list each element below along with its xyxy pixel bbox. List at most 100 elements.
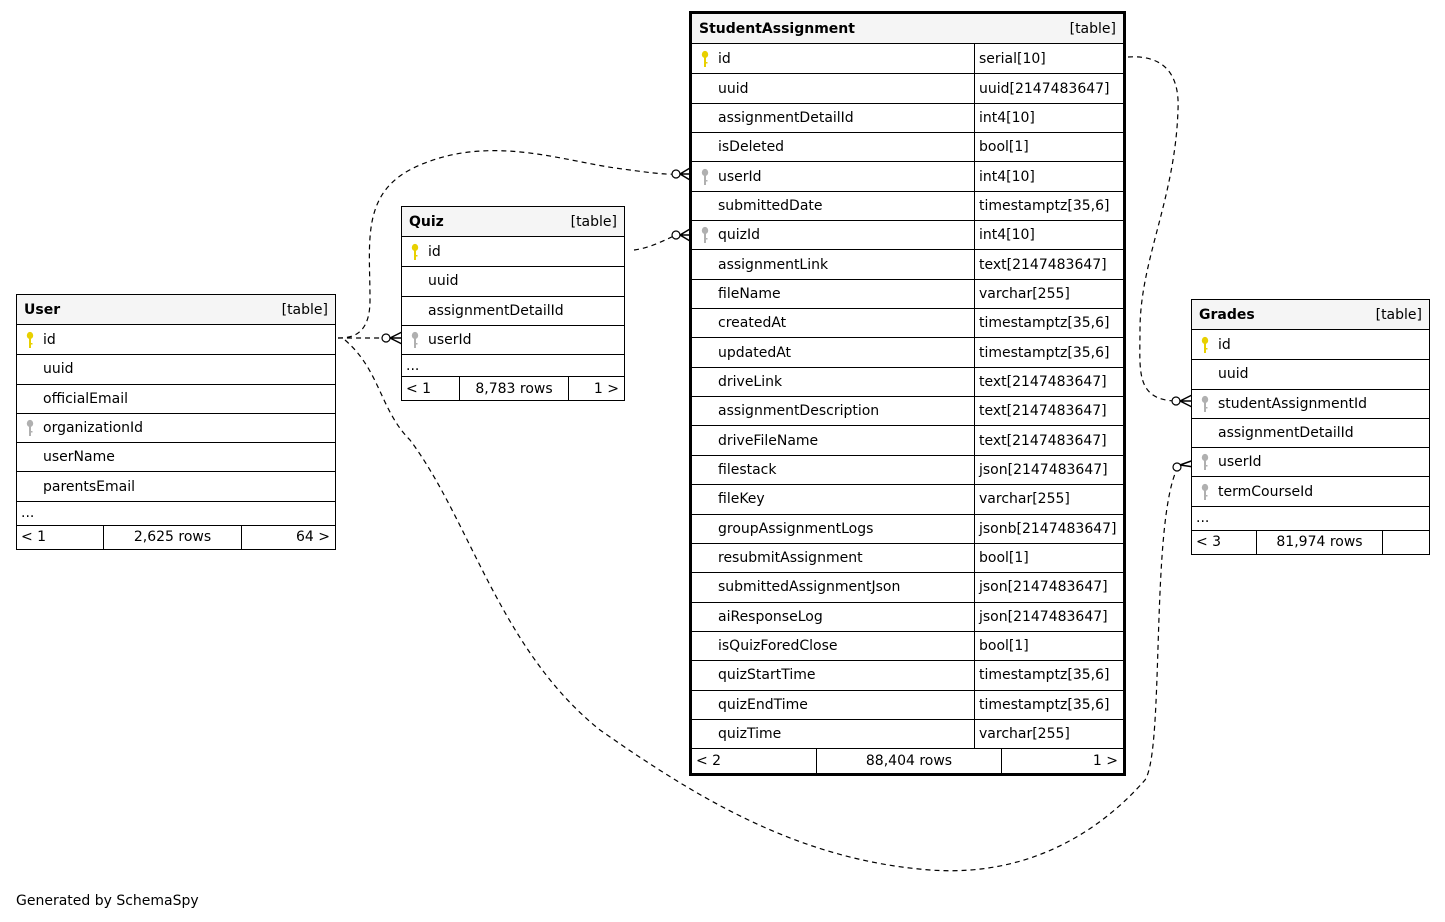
column-name: userId — [718, 168, 762, 185]
column-name-cell: fileKey — [692, 485, 974, 513]
column-type: int4[10] — [974, 162, 1123, 191]
column-name-cell: userId — [1192, 448, 1262, 476]
column-row-username[interactable]: userName — [17, 442, 335, 471]
parents-count[interactable]: < 2 — [696, 753, 722, 770]
column-type: timestamptz[35,6] — [974, 661, 1123, 690]
table-footer: < 1 2,625 rows 64 > — [17, 524, 335, 549]
column-row-organizationid[interactable]: organizationId — [17, 412, 335, 442]
column-name-cell: createdAt — [692, 309, 974, 337]
foreign-key-icon — [1192, 453, 1218, 471]
children-count[interactable]: 64 > — [296, 529, 330, 546]
column-type: varchar[255] — [974, 719, 1123, 749]
column-name: id — [1218, 336, 1231, 353]
children-count[interactable]: 1 > — [593, 380, 619, 397]
column-name: submittedDate — [718, 197, 823, 214]
column-name: resubmitAssignment — [718, 550, 863, 567]
column-name: studentAssignmentId — [1218, 395, 1367, 412]
foreign-key-icon — [692, 226, 718, 244]
column-row-id[interactable]: id — [1192, 330, 1429, 359]
column-name: fileKey — [718, 491, 765, 508]
column-row-parentsemail[interactable]: parentsEmail — [17, 471, 335, 500]
column-type: bool[1] — [974, 631, 1123, 661]
column-row-resubmitassignment[interactable]: resubmitAssignment bool[1] — [692, 542, 1123, 573]
column-name: createdAt — [718, 315, 787, 332]
column-row-termcourseid[interactable]: termCourseId — [1192, 476, 1429, 505]
column-name-cell: fileName — [692, 280, 974, 308]
column-row-id[interactable]: id — [402, 237, 624, 266]
edge-studentassignment-grades — [1127, 56, 1179, 402]
column-name-cell: driveLink — [692, 368, 974, 396]
table-title: Quiz — [409, 213, 444, 230]
column-row-studentassignmentid[interactable]: studentAssignmentId — [1192, 388, 1429, 418]
column-name-cell: assignmentLink — [692, 250, 974, 278]
column-name: driveLink — [718, 373, 783, 390]
column-type: varchar[255] — [974, 485, 1123, 514]
column-name: isDeleted — [718, 139, 785, 156]
row-count: 2,625 rows — [103, 525, 242, 549]
column-row-uuid[interactable]: uuid — [1192, 359, 1429, 388]
column-row-id[interactable]: id — [17, 325, 335, 354]
column-name-cell: quizId — [692, 221, 974, 249]
table-kind: [table] — [1069, 20, 1116, 37]
row-count: 81,974 rows — [1256, 530, 1383, 554]
parents-count[interactable]: < 3 — [1196, 534, 1222, 551]
column-name-cell: assignmentDetailId — [402, 297, 564, 325]
column-name-cell: updatedAt — [692, 338, 974, 366]
children-count[interactable] — [1383, 531, 1429, 554]
column-row-userid[interactable]: userId — [402, 324, 624, 354]
column-type: timestamptz[35,6] — [974, 338, 1123, 367]
column-name-cell: id — [692, 44, 974, 73]
column-row-uuid[interactable]: uuid — [17, 354, 335, 383]
column-row-userid[interactable]: userId — [1192, 447, 1429, 476]
column-name: organizationId — [43, 420, 144, 437]
column-row-officialemail[interactable]: officialEmail — [17, 383, 335, 413]
column-name: id — [428, 243, 441, 260]
column-name: assignmentDescription — [718, 403, 880, 420]
column-name: quizEndTime — [718, 696, 808, 713]
column-row-userid[interactable]: userId int4[10] — [692, 161, 1123, 191]
column-row-createdat[interactable]: createdAt timestamptz[35,6] — [692, 308, 1123, 338]
column-type: timestamptz[35,6] — [974, 309, 1123, 338]
parents-count[interactable]: < 1 — [406, 380, 432, 397]
column-type: int4[10] — [974, 221, 1123, 250]
column-row-assignmentdetailid[interactable]: assignmentDetailId — [402, 295, 624, 325]
column-name-cell: uuid — [1192, 360, 1249, 388]
column-row-filekey[interactable]: fileKey varchar[255] — [692, 484, 1123, 514]
column-row-uuid[interactable]: uuid — [402, 266, 624, 295]
column-type: bool[1] — [974, 543, 1123, 573]
table-header: User [table] — [17, 295, 335, 325]
column-type: int4[10] — [974, 103, 1123, 133]
children-count[interactable]: 1 > — [1092, 753, 1118, 770]
parents-count[interactable]: < 1 — [21, 529, 47, 546]
column-name: submittedAssignmentJson — [718, 579, 901, 596]
column-name: quizTime — [718, 726, 782, 743]
column-row-quiztime[interactable]: quizTime varchar[255] — [692, 718, 1123, 749]
column-row-assignmentdetailid[interactable]: assignmentDetailId — [1192, 417, 1429, 447]
more-columns: ... — [402, 354, 624, 376]
column-name: userName — [43, 449, 115, 466]
